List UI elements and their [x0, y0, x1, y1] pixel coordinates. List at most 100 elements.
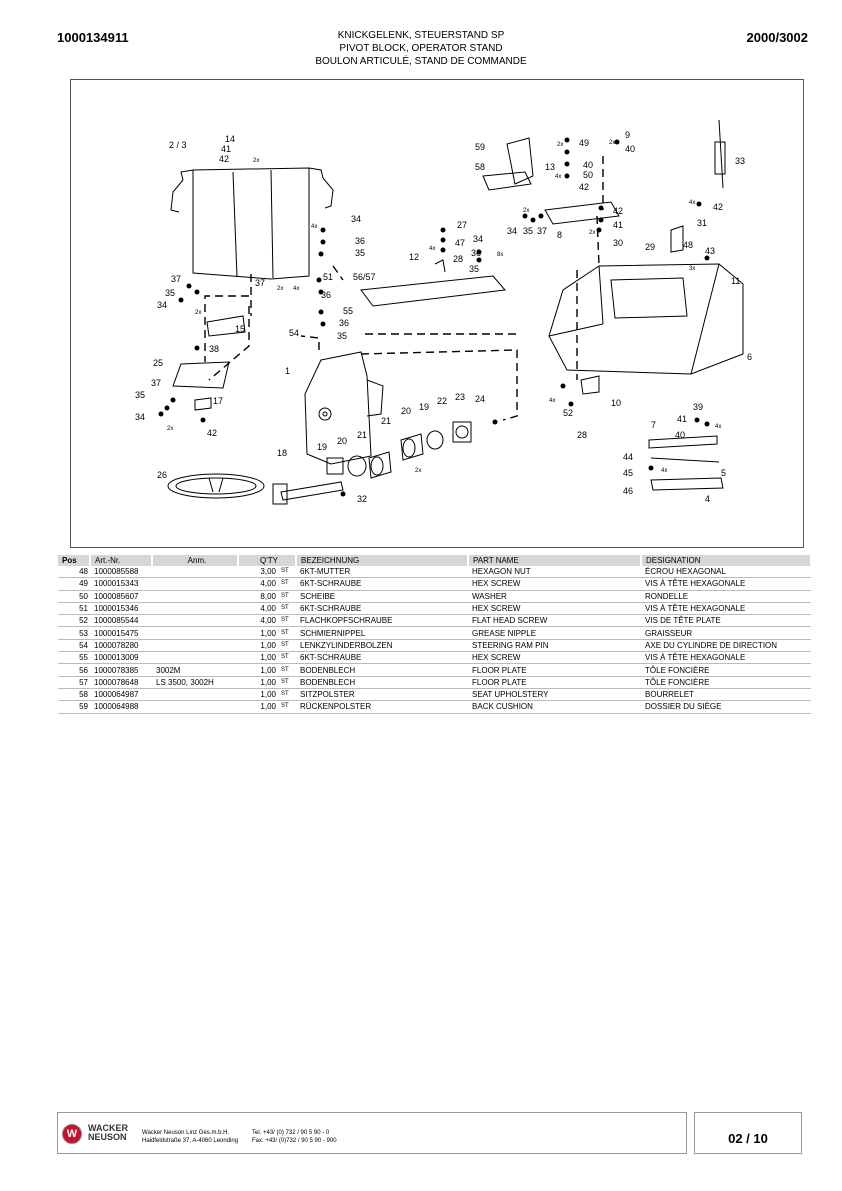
callout-label: 28 [453, 254, 463, 264]
cell-remark [152, 590, 238, 603]
cell-pos: 49 [58, 577, 90, 591]
cell-article: 1000085588 [90, 566, 152, 579]
callout-label: 35 [469, 264, 479, 274]
callout-label: 19 [317, 442, 327, 452]
callout-label: 42 [713, 202, 723, 212]
document-number: 1000134911 [57, 30, 129, 45]
cell-remark [152, 602, 238, 616]
callout-label: 23 [455, 392, 465, 402]
cell-article: 1000078385 [90, 663, 152, 677]
callout-label: 35 [337, 331, 347, 341]
callout-label: 41 [221, 144, 231, 154]
title-german: KNICKGELENK, STEUERSTAND SP [337, 30, 505, 41]
cell-english: HEX SCREW [468, 602, 642, 616]
callout-label: 2x [167, 426, 173, 432]
cell-unit: ST [278, 700, 297, 714]
brand-line-2: NEUSON [88, 1132, 127, 1142]
brand-line-1: WACKER [88, 1123, 128, 1133]
callout-label: 4x [689, 200, 695, 206]
callout-label: 32 [357, 494, 367, 504]
cell-german: BODENBLECH [296, 676, 469, 689]
callout-label: 17 [213, 396, 223, 406]
callout-label: 56/57 [353, 272, 376, 282]
cell-french: VIS À TÊTE HEXAGONALE [641, 602, 812, 616]
callout-label: 25 [153, 358, 163, 368]
callout-label: 34 [157, 300, 167, 310]
callout-label: 5 [721, 468, 726, 478]
cell-article: 1000085607 [90, 590, 152, 603]
column-header-article: Art.-Nr. [90, 555, 153, 566]
cell-article: 1000064988 [90, 700, 152, 714]
callout-label: 36 [339, 318, 349, 328]
cell-pos: 53 [58, 626, 90, 640]
callout-label: 35 [523, 226, 533, 236]
cell-french: DOSSIER DU SIÈGE [641, 700, 812, 714]
cell-unit: ST [278, 688, 297, 702]
callout-label: 46 [623, 486, 633, 496]
cell-english: BACK CUSHION [468, 700, 642, 714]
column-header-english: PART NAME [468, 555, 643, 566]
cell-article: 1000015346 [90, 602, 152, 616]
cell-quantity: 4,00 [238, 614, 278, 628]
callout-label: 4x [311, 224, 317, 230]
cell-quantity: 8,00 [238, 590, 278, 603]
callout-label: 45 [623, 468, 633, 478]
cell-pos: 55 [58, 651, 90, 665]
callout-label: 9 [625, 130, 630, 140]
callout-label: 2x [523, 208, 529, 214]
cell-german: LENKZYLINDERBOLZEN [296, 639, 469, 653]
callout-label: 40 [583, 160, 593, 170]
cell-english: GREASE NIPPLE [468, 626, 642, 640]
callout-label: 28 [577, 430, 587, 440]
title-english: PIVOT BLOCK, OPERATOR STAND [339, 43, 503, 54]
cell-german: SCHMIERNIPPEL [296, 626, 469, 640]
company-address: Wacker Neuson Linz Ges.m.b.H. Haidfeldst… [142, 1129, 238, 1145]
drawing-canvas: 2 / 3 14 41 42 2x 34 4x 36 35 51 4x 36 3… [135, 119, 752, 505]
cell-french: BOURRELET [641, 688, 812, 702]
cell-remark [152, 639, 238, 653]
company-phone: Tel. +43/ (0) 732 / 90 5 90 - 0 [252, 1130, 330, 1136]
callout-label: 14 [225, 134, 235, 144]
cell-pos: 52 [58, 614, 90, 628]
cell-pos: 48 [58, 566, 90, 579]
callout-label: 4x [661, 468, 667, 474]
cell-unit: ST [278, 626, 297, 640]
callout-label: 2x [277, 286, 283, 292]
cell-french: TÔLE FONCIÈRE [641, 663, 812, 677]
callout-label: 36 [355, 236, 365, 246]
cell-french: AXE DU CYLINDRE DE DIRECTION [641, 639, 812, 653]
cell-german: SITZPOLSTER [296, 688, 469, 702]
table-header-row: Pos Art.-Nr. Anm. Q'TY BEZEICHNUNG PART … [58, 555, 813, 566]
cell-german: FLACHKOPFSCHRAUBE [296, 614, 469, 628]
company-logo: W [62, 1124, 82, 1144]
callout-label: 51 [323, 272, 333, 282]
cell-unit: ST [278, 577, 297, 591]
cell-unit: ST [278, 602, 297, 616]
callout-label: 24 [475, 394, 485, 404]
callout-label: 40 [625, 144, 635, 154]
callout-label: 34 [135, 412, 145, 422]
company-contact: Tel. +43/ (0) 732 / 90 5 90 - 0 Fax. +43… [252, 1129, 337, 1145]
page-number: 02 / 10 [728, 1131, 768, 1146]
callout-label: 38 [209, 344, 219, 354]
cell-quantity: 1,00 [238, 651, 278, 665]
cell-french: VIS À TÊTE HEXAGONALE [641, 577, 812, 591]
callout-label: 59 [475, 142, 485, 152]
cell-remark [152, 566, 238, 579]
callout-label: 48 [683, 240, 693, 250]
cell-french: RONDELLE [641, 590, 812, 603]
callout-label: 54 [289, 328, 299, 338]
callout-label: 12 [409, 252, 419, 262]
company-street: Haidfeldstraße 37, A-4060 Leonding [142, 1138, 239, 1144]
callout-label: 27 [457, 220, 467, 230]
cell-german: 6KT-SCHRAUBE [296, 577, 469, 591]
callout-label: 37 [537, 226, 547, 236]
callout-label: 20 [337, 436, 347, 446]
callout-label: 37 [255, 278, 265, 288]
